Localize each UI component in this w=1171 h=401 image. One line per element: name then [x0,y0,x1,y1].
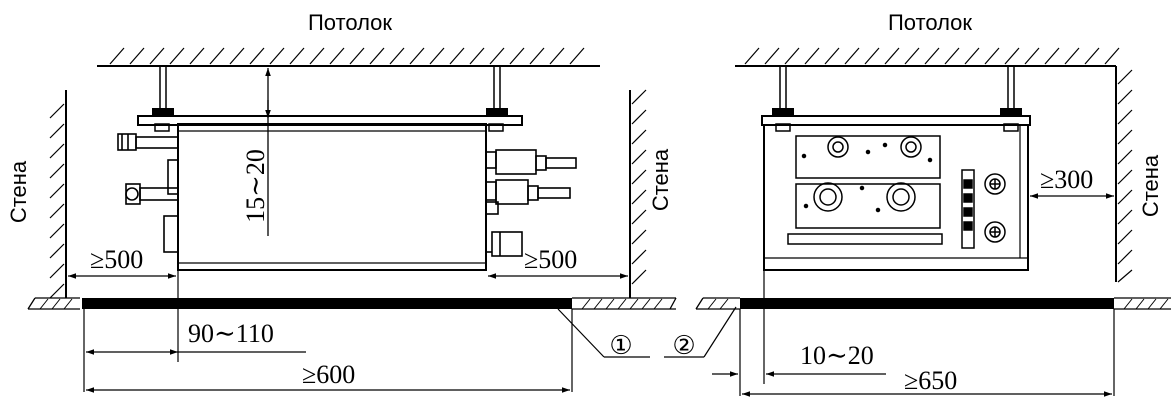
dim-left-gap-right-text: ≥500 [524,245,577,274]
dim-panel-offset: 90∼110 [86,319,306,355]
dim-panel-offset-text: 90∼110 [188,319,274,348]
false-ceiling-left [27,297,677,310]
ground-symbols [984,173,1006,243]
callout-2: ② [664,306,737,360]
ceiling-right [735,47,1133,283]
dim-side-width: ≥650 [742,366,1112,397]
indoor-unit-side [763,124,1029,271]
dim-ceiling-gap: 15∼20 [241,68,271,236]
mounting-bracket-right [761,108,1031,132]
indoor-unit-front [177,123,487,271]
front-view: Потолок Стена Стена [6,10,677,393]
connection-plate-lower [795,182,941,229]
callout-1-text: ① [609,330,632,360]
side-view: Потолок Стена [664,10,1171,397]
left-fittings [117,133,179,253]
right-fittings [485,149,577,257]
drain-strip [787,233,943,245]
ceiling-label-right: Потолок [888,10,972,35]
hanger-rods-left [159,66,501,112]
dim-side-width-text: ≥650 [904,366,957,395]
hanger-rods-right [779,66,1015,112]
dim-side-offset: 10∼20 [712,341,886,377]
dim-left-gap-left-text: ≥500 [90,245,143,274]
connection-plate-upper [795,135,941,179]
dim-left-gap-right: ≥500 [488,245,628,279]
access-panel-right [740,298,1114,309]
dim-ceiling-gap-text: 15∼20 [241,149,270,223]
callout-2-text: ② [672,330,695,360]
dim-side-clearance-text: ≥300 [1040,165,1093,194]
wall-left [49,90,67,299]
callout-1: ① [557,308,650,360]
mounting-bracket-left [137,108,523,132]
wall-label-right: Стена [1138,154,1163,217]
wall-label-middle: Стена [648,148,673,211]
dim-side-clearance: ≥300 [1030,165,1114,199]
ceiling-label-left: Потолок [308,10,392,35]
wall-middle [629,89,647,298]
terminal-block [961,169,975,249]
wall-label-left: Стена [6,160,31,223]
false-ceiling-right [695,297,1171,310]
dim-left-gap-left: ≥500 [68,245,179,362]
dim-panel-width-text: ≥600 [302,360,355,389]
access-panel-left [82,298,572,309]
dim-side-offset-text: 10∼20 [800,341,874,370]
ceiling-left [97,47,600,67]
dim-panel-width: ≥600 [86,360,570,393]
